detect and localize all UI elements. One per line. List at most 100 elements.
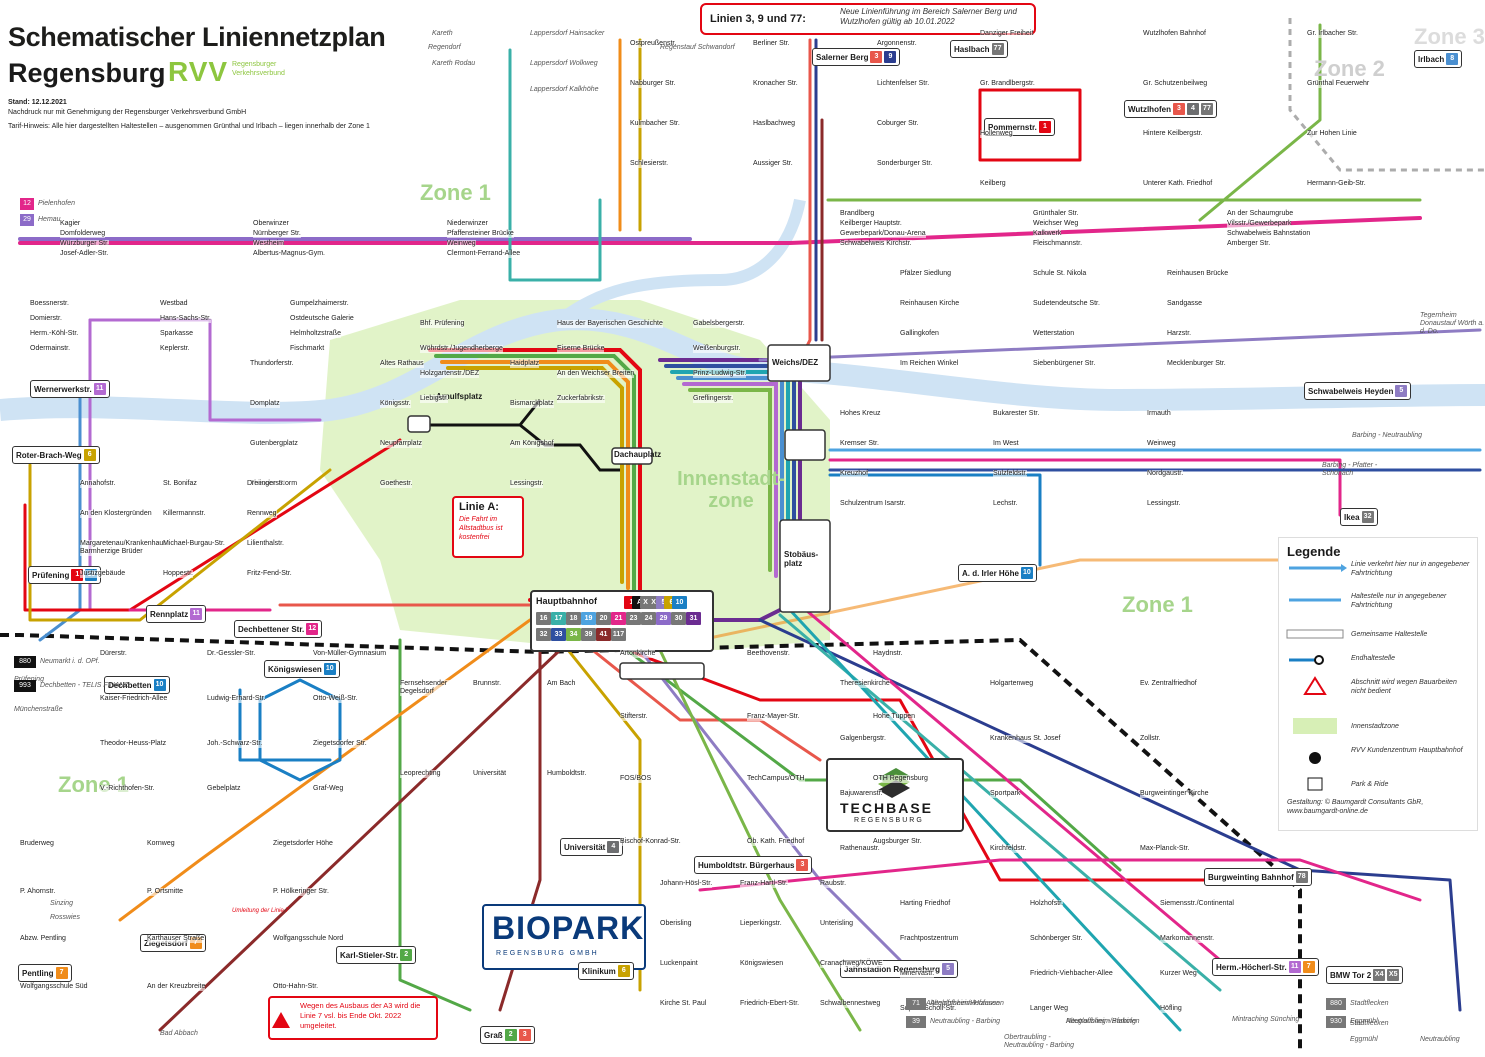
station-label[interactable]: Humboldtstr.	[547, 770, 587, 778]
station-label[interactable]: P. Ahornstr.	[20, 888, 56, 896]
station-label[interactable]: An der Kreuzbreite	[147, 983, 206, 991]
station-label[interactable]: Aussiger Str.	[753, 160, 793, 168]
station-label[interactable]: Bismarckplatz	[510, 400, 554, 408]
station-label[interactable]: Universität	[473, 770, 507, 778]
station-label[interactable]: Unterisling	[820, 920, 854, 928]
station-label[interactable]: Galgenbergstr.	[840, 735, 886, 743]
station-label[interactable]: Joh.-Schwarz-Str.	[207, 740, 263, 748]
station-label[interactable]: Eiserne Brücke	[557, 345, 605, 353]
station-label[interactable]: Brunnstr.	[473, 680, 502, 688]
station-label[interactable]: Albertus-Magnus-Gym.	[253, 250, 325, 258]
station-label[interactable]: Thundorferstr.	[250, 360, 294, 368]
station-label[interactable]: Coburger Str.	[877, 120, 919, 128]
station-label[interactable]: Otto-Weiß-Str.	[313, 695, 358, 703]
station-label[interactable]: Holgartenweg	[990, 680, 1034, 688]
station-label[interactable]: Gr. Brandlbergstr.	[980, 80, 1035, 88]
station-label[interactable]: Lessingstr.	[1147, 500, 1181, 508]
station-label[interactable]: Haus der Bayerischen Geschichte	[557, 320, 663, 328]
station-label[interactable]: Vilsstr./Gewerbepark	[1227, 220, 1292, 228]
station-label[interactable]: Bukarester Str.	[993, 410, 1040, 418]
hub-arnulfsplatz[interactable]: Arnulfsplatz	[436, 392, 483, 401]
station-label[interactable]: Langer Weg	[1030, 1005, 1069, 1013]
station-label[interactable]: Reinhausen Brücke	[1167, 270, 1229, 278]
station-label[interactable]: Sulzfeldstr.	[993, 470, 1028, 478]
station-label[interactable]: Otto-Hahn-Str.	[273, 983, 319, 991]
station-label[interactable]: Helmholtzstraße	[290, 330, 341, 338]
station-label[interactable]: Margaretenau/Krankenhaus Barmherzige Brü…	[80, 540, 167, 556]
station-label[interactable]: Beethovenstr.	[747, 650, 790, 658]
station-label[interactable]: Westheim	[253, 240, 284, 248]
station-label[interactable]: Domplatz	[250, 400, 280, 408]
station-label[interactable]: Max-Planck-Str.	[1140, 845, 1190, 853]
station-label[interactable]: Königsstr.	[380, 400, 411, 408]
station-label[interactable]: Artonkirche	[620, 650, 656, 658]
station-label[interactable]: Kirchfeldstr.	[990, 845, 1027, 853]
station-label[interactable]: Oberisling	[660, 920, 692, 928]
station-label[interactable]: Sophie-Scholl-Str.	[900, 1005, 957, 1013]
station-label[interactable]: Graf-Weg	[313, 785, 344, 793]
station-label[interactable]: Schlesierstr.	[630, 160, 669, 168]
station-label[interactable]: Oberwinzer	[253, 220, 289, 228]
station-label[interactable]: Gumpelzhaimerstr.	[290, 300, 349, 308]
station-label[interactable]: Am Königshof	[510, 440, 554, 448]
station-label[interactable]: Stifterstr.	[620, 713, 648, 721]
station-label[interactable]: Herm.-Köhl-Str.	[30, 330, 79, 338]
station-label[interactable]: Clermont-Ferrand-Allee	[447, 250, 521, 258]
station-label[interactable]: Boessnerstr.	[30, 300, 69, 308]
station-label[interactable]: Goethestr.	[380, 480, 413, 488]
station-label[interactable]: Gutenbergplatz	[250, 440, 298, 448]
station-label[interactable]: Haydnstr.	[873, 650, 903, 658]
terminal-stop[interactable]: Wernerwerkstr.11	[30, 380, 110, 398]
station-label[interactable]: An den Weichser Breiten	[557, 370, 635, 378]
station-label[interactable]: Mecklenburger Str.	[1167, 360, 1226, 368]
station-label[interactable]: Kurzer Weg	[1160, 970, 1197, 978]
station-label[interactable]: Johann-Hösl-Str.	[660, 880, 713, 888]
station-label[interactable]: Weichser Weg	[1033, 220, 1079, 228]
station-label[interactable]: P. Ortsmitte	[147, 888, 184, 896]
station-label[interactable]: Haidplatz	[510, 360, 540, 368]
station-label[interactable]: Ostdeutsche Galerie	[290, 315, 354, 323]
station-label[interactable]: Kulmbacher Str.	[630, 120, 680, 128]
station-label[interactable]: Hintere Keilbergstr.	[1143, 130, 1203, 138]
station-label[interactable]: Raubstr.	[820, 880, 847, 888]
station-label[interactable]: Franz-Mayer-Str.	[747, 713, 800, 721]
station-label[interactable]: Zuckerfabrikstr.	[557, 395, 605, 403]
station-label[interactable]: Schulzentrum Isarstr.	[840, 500, 906, 508]
station-label[interactable]: Keplerstr.	[160, 345, 190, 353]
station-label[interactable]: Sparkasse	[160, 330, 194, 338]
station-label[interactable]: Dürerstr.	[100, 650, 127, 658]
station-label[interactable]: Hermann-Geib-Str.	[1307, 180, 1366, 188]
station-label[interactable]: Gallingkofen	[900, 330, 939, 338]
station-label[interactable]: Liebigstr.	[420, 395, 449, 403]
station-label[interactable]: Ziegetsdorfer Str.	[313, 740, 367, 748]
station-label[interactable]: Hans-Sachs-Str.	[160, 315, 211, 323]
station-label[interactable]: Am Bach	[547, 680, 576, 688]
station-label[interactable]: Gr. Schutzenbeilweg	[1143, 80, 1208, 88]
station-label[interactable]: Königswiesen	[740, 960, 784, 968]
station-label[interactable]: Ev. Zentralfriedhof	[1140, 680, 1197, 688]
station-label[interactable]: Kagier	[60, 220, 81, 228]
station-label[interactable]: Kremser Str.	[840, 440, 879, 448]
station-label[interactable]: Grünthal Feuerwehr	[1307, 80, 1370, 88]
station-label[interactable]: Lieperkingstr.	[740, 920, 782, 928]
station-label[interactable]: An der Schaumgrube	[1227, 210, 1294, 218]
station-label[interactable]: Kaiser-Friedrich-Allee	[100, 695, 168, 703]
station-label[interactable]: Gabelsbergerstr.	[693, 320, 745, 328]
station-label[interactable]: Harting Friedhof	[900, 900, 951, 908]
station-label[interactable]: Frachtpostzentrum	[900, 935, 959, 943]
station-label[interactable]: Lichtenfelser Str.	[877, 80, 930, 88]
station-label[interactable]: Ludwig-Erhard-Str.	[207, 695, 266, 703]
hub-dachauplatz[interactable]: Dachauplatz	[614, 450, 662, 459]
station-label[interactable]: Fernsehsender Degelsdorf	[400, 680, 467, 696]
station-label[interactable]: Grünthaler Str.	[1033, 210, 1079, 218]
